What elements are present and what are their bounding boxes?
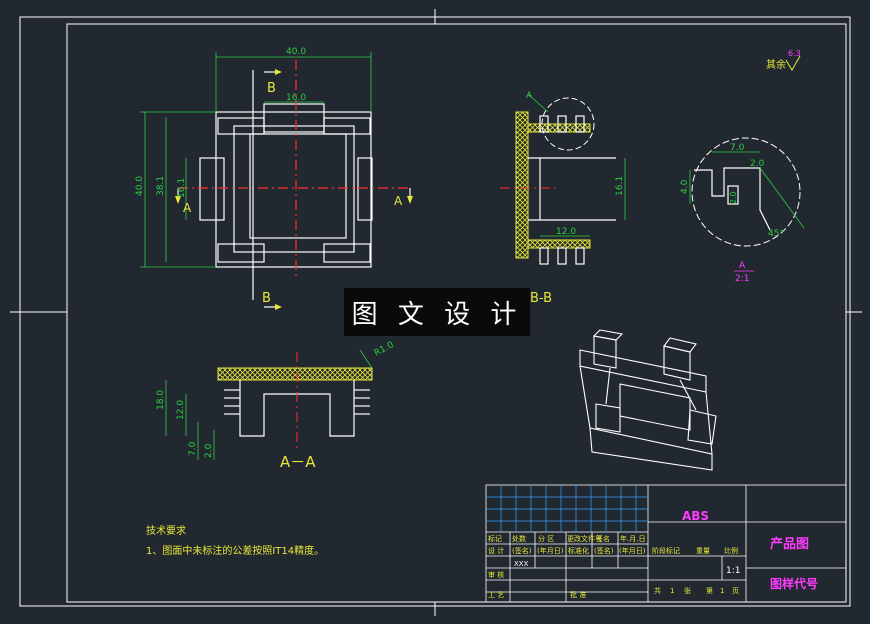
tb-designer: XXX xyxy=(514,560,529,568)
tb-r1-c4: 签名 xyxy=(596,534,610,543)
drawing-border xyxy=(10,9,862,616)
tb-stage: 阶段标记 xyxy=(652,546,680,555)
detail-dim-angle: 45° xyxy=(768,229,784,239)
notes-title: 技术要求 xyxy=(146,524,186,537)
front-view xyxy=(140,52,413,310)
tb-scale: 1:1 xyxy=(726,566,740,576)
tb-total-count: 1 xyxy=(670,587,674,595)
tb-review: 审 核 xyxy=(488,570,504,579)
tb-sheet-no: 1 xyxy=(720,587,724,595)
aa-dim-inner: 12.0 xyxy=(176,400,186,420)
side-leader-a: A xyxy=(526,91,533,101)
tb-material: ABS xyxy=(682,509,709,523)
tb-r2-c3: 标准化 xyxy=(568,546,589,555)
section-mark-b-top: B xyxy=(267,81,276,96)
tb-process: 工 艺 xyxy=(488,591,504,599)
tb-sheet-unit: 页 xyxy=(732,587,739,595)
tb-r1-c3: 更改文件号 xyxy=(567,534,602,543)
section-mark-b-bottom: B xyxy=(262,291,271,306)
roughness-label: 其余 xyxy=(766,58,786,71)
side-section-label: B-B xyxy=(530,291,552,306)
notes-line1: 1、图面中未标注的公差按照IT14精度。 xyxy=(146,544,324,557)
tb-r2-c5: (年月日) xyxy=(619,546,646,555)
detail-scale: 2:1 xyxy=(735,274,749,284)
tb-sheet-label: 第 xyxy=(706,586,713,595)
front-dim-slot: 16.0 xyxy=(286,93,306,103)
section-aa-view xyxy=(165,349,373,460)
tb-total-unit: 张 xyxy=(684,586,691,595)
section-mark-a-left: A xyxy=(183,201,192,215)
detail-label: A xyxy=(739,261,746,271)
detail-a-view xyxy=(689,137,805,247)
detail-dim-slot: 2.0 xyxy=(729,191,738,204)
front-dim-inner: 38.1 xyxy=(156,176,166,196)
aa-radius: R1.0 xyxy=(373,340,396,359)
tb-r2-c2: (年月日) xyxy=(537,546,564,555)
watermark-banner: 图 文 设 计 xyxy=(344,288,530,336)
tb-r1-c1: 处数 xyxy=(512,534,526,543)
isometric-view xyxy=(579,329,717,471)
front-dim-width: 40.0 xyxy=(286,47,306,57)
section-mark-a-right: A xyxy=(394,194,403,208)
tb-r2-c1: (签名) xyxy=(512,546,532,555)
tb-ratio: 比例 xyxy=(724,546,738,555)
detail-dim-height: 4.0 xyxy=(680,179,690,194)
side-dim-depth: 12.0 xyxy=(556,227,576,237)
title-block xyxy=(485,484,847,603)
side-section-view xyxy=(500,93,626,265)
tb-r2-c4: (签名) xyxy=(594,546,614,555)
tb-drawing-no: 图样代号 xyxy=(770,576,818,591)
tb-r1-c5: 年.月.日 xyxy=(620,534,645,543)
section-aa-label: A－A xyxy=(280,453,316,471)
tb-weight: 重量 xyxy=(696,547,710,555)
roughness-value: 6.3 xyxy=(788,49,801,58)
side-dim-height: 16.1 xyxy=(615,176,625,196)
aa-dim-height: 18.0 xyxy=(156,390,166,410)
tb-r1-c2: 分 区 xyxy=(538,534,554,543)
tb-approve: 批 准 xyxy=(570,590,586,599)
front-dim-height: 40.0 xyxy=(135,176,145,196)
tb-r2-c0: 设 计 xyxy=(488,546,504,555)
detail-dim-chamfer: 2.0 xyxy=(750,159,765,169)
tb-total-label: 共 xyxy=(654,586,661,595)
detail-dim-width: 7.0 xyxy=(730,143,745,153)
aa-dim-leg: 7.0 xyxy=(188,441,198,456)
tb-product: 产品图 xyxy=(770,536,809,552)
front-dim-window: 16.1 xyxy=(177,178,187,198)
roughness-symbol-icon xyxy=(785,55,801,71)
aa-dim-step: 2.0 xyxy=(204,443,214,458)
tb-r1-c0: 标记 xyxy=(488,534,502,543)
